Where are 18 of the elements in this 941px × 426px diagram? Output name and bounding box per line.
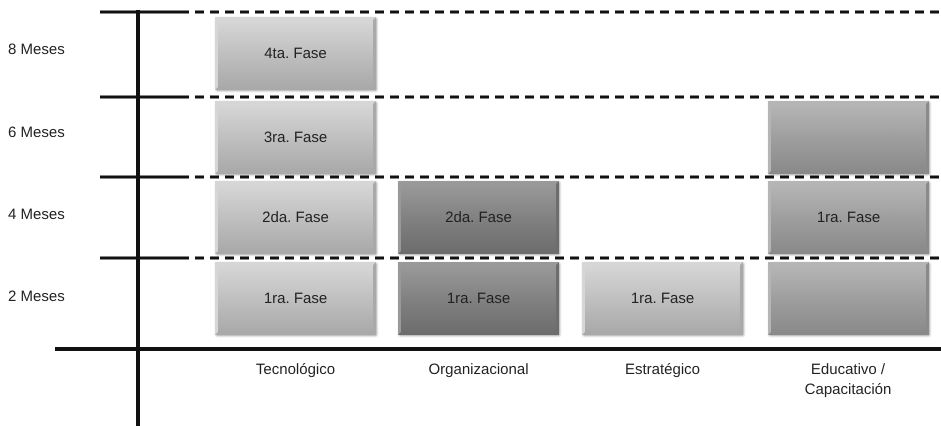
phase-box: 1ra. Fase [398, 262, 559, 335]
column-label: Organizacional [427, 360, 530, 380]
column-label: Educativo / Capacitación [804, 360, 892, 399]
phase-box: 2da. Fase [215, 181, 376, 254]
column-label: Tecnológico [254, 360, 336, 380]
row-label: 8 Meses [8, 40, 66, 60]
phase-box: 4ta. Fase [215, 17, 376, 90]
row-label: 2 Meses [8, 287, 66, 306]
phase-box: 1ra. Fase [768, 181, 929, 254]
phase-box: 3ra. Fase [215, 101, 376, 174]
empty-box [768, 101, 929, 174]
column-label: Estratégico [624, 360, 702, 380]
row-label: 4 Meses [8, 205, 66, 224]
phase-box: 1ra. Fase [582, 262, 743, 335]
row-label: 6 Meses [8, 123, 66, 142]
phase-box: 1ra. Fase [215, 262, 376, 335]
empty-box [768, 262, 929, 335]
phase-box: 2da. Fase [398, 181, 559, 254]
